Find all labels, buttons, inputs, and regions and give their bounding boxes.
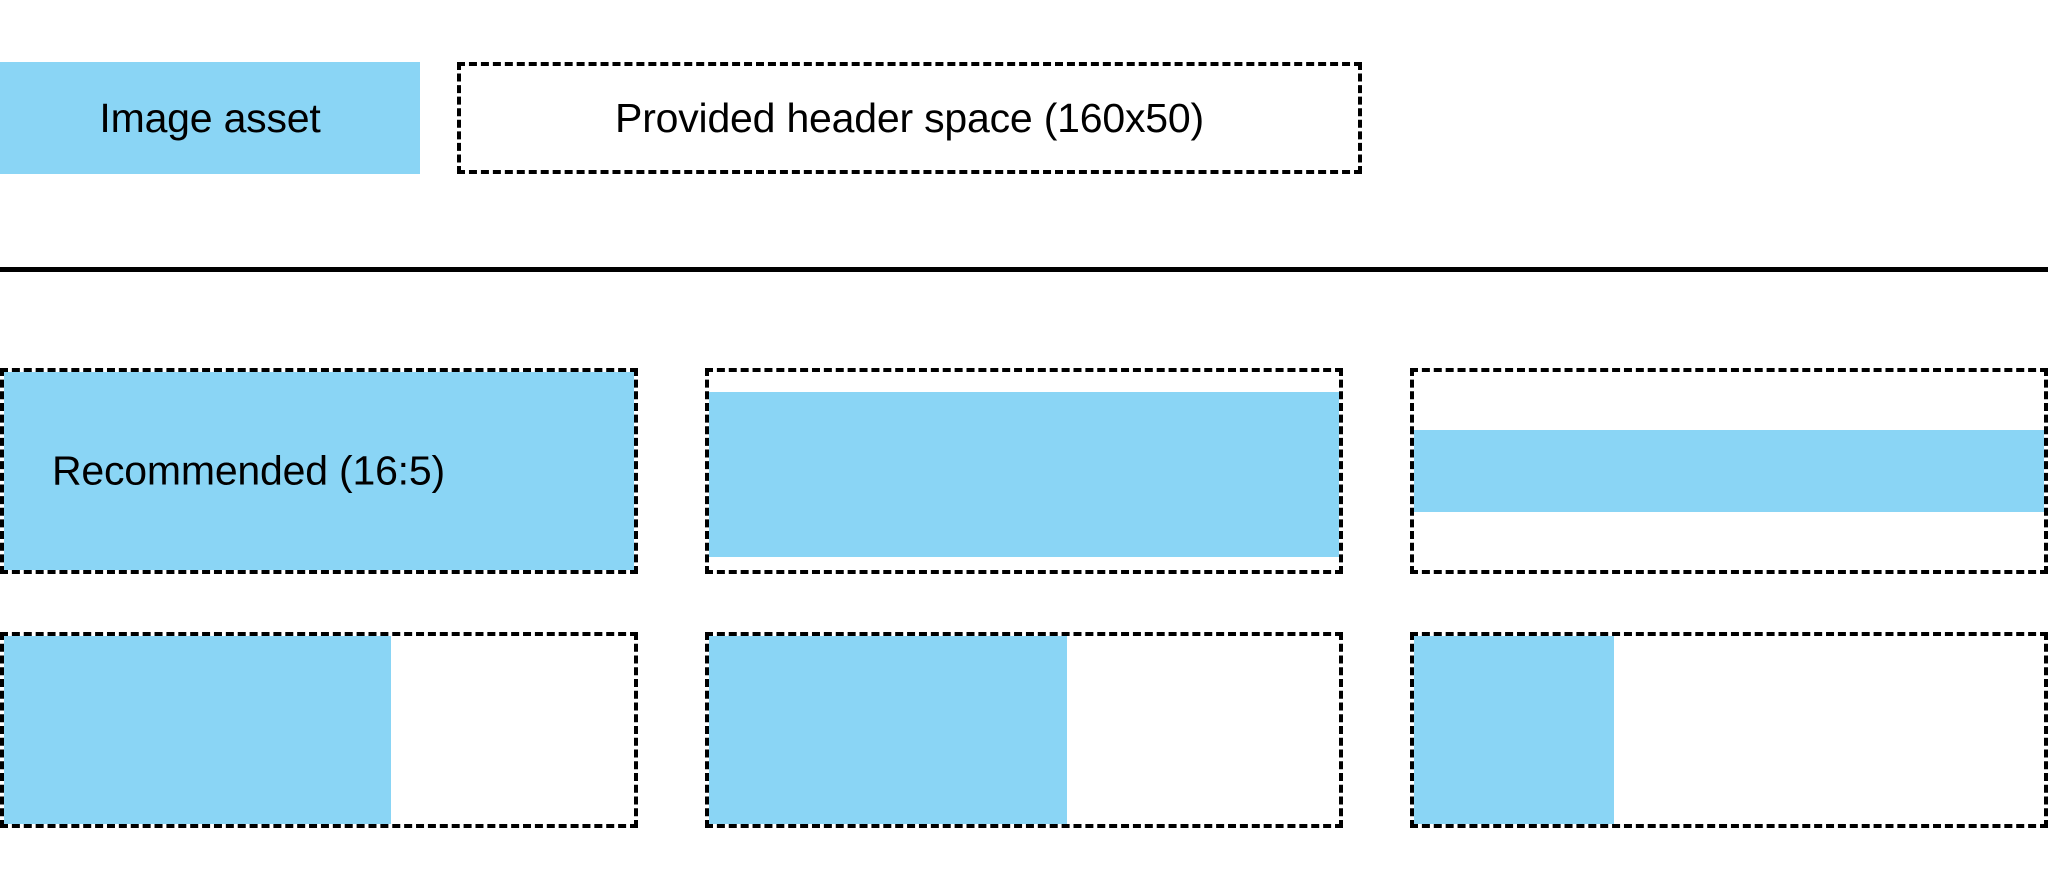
asset-fill <box>4 372 634 570</box>
slot-wide-thin-band <box>1410 368 2048 574</box>
asset-fill <box>1414 636 1614 824</box>
legend-image-asset-label: Image asset <box>99 94 321 141</box>
slot-recommended-label: Recommended (16:5) <box>52 447 445 494</box>
header-legend-row: Image asset Provided header space (160x5… <box>0 62 2048 174</box>
slot-wide-short <box>705 368 1343 574</box>
section-divider <box>0 267 2048 272</box>
asset-fill <box>709 392 1339 557</box>
asset-fill <box>1414 430 2044 512</box>
legend-image-asset-swatch: Image asset <box>0 62 420 174</box>
provided-header-space-label: Provided header space (160x50) <box>615 94 1204 141</box>
provided-header-space-box: Provided header space (160x50) <box>457 62 1362 174</box>
slot-partial-medium <box>705 632 1343 828</box>
asset-fill <box>709 636 1067 824</box>
slot-partial-narrow <box>1410 632 2048 828</box>
slot-recommended-16-5: Recommended (16:5) <box>0 368 638 574</box>
slot-partial-wide <box>0 632 638 828</box>
asset-fill <box>4 636 391 824</box>
ratio-row-a: Recommended (16:5) <box>0 368 2048 574</box>
ratio-row-b <box>0 632 2048 828</box>
